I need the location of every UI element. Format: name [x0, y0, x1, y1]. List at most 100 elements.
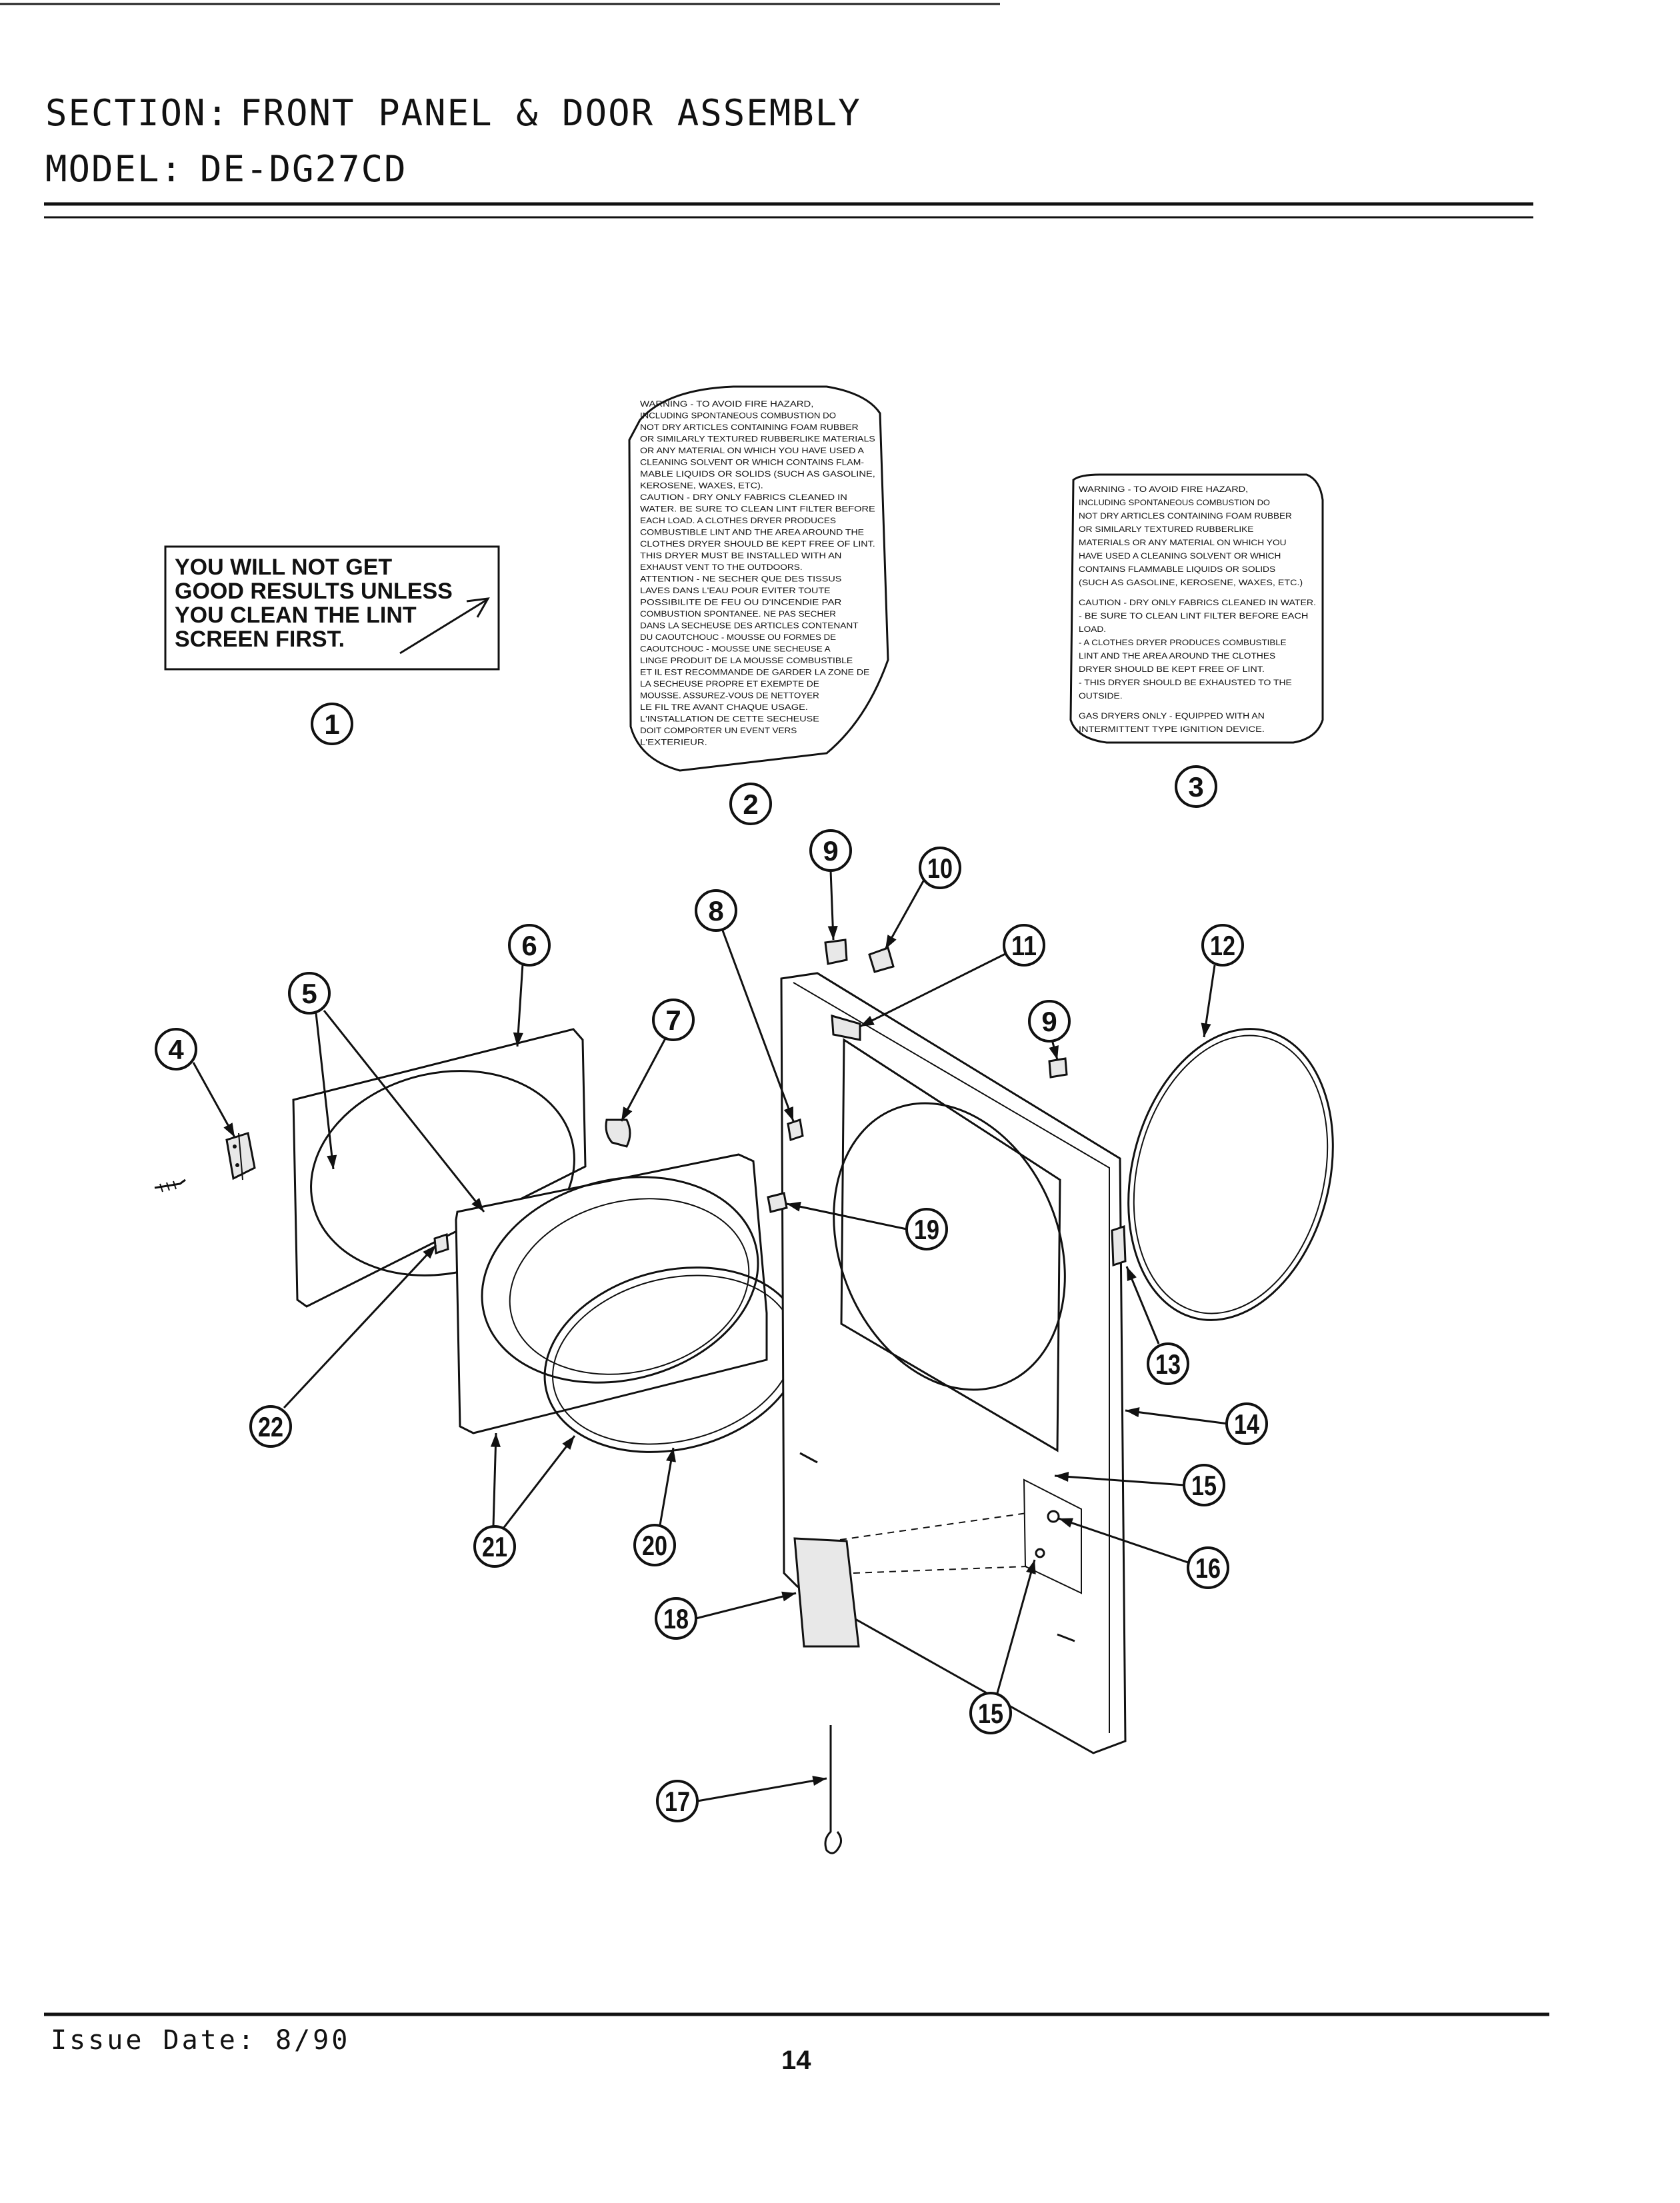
- label-3-line: INTERMITTENT TYPE IGNITION DEVICE.: [1079, 726, 1265, 734]
- label-2-line: OR SIMILARLY TEXTURED RUBBERLIKE MATERIA…: [640, 436, 875, 444]
- callout-arrowhead: [621, 1106, 633, 1121]
- model-label: MODEL:: [45, 148, 183, 190]
- label-2-line: MABLE LIQUIDS OR SOLIDS (SUCH AS GASOLIN…: [640, 471, 875, 479]
- callout-arrowhead: [783, 1106, 793, 1121]
- label-2-line: OR ANY MATERIAL ON WHICH YOU HAVE USED A: [640, 447, 864, 455]
- lint-cover-guide-lines: [839, 1512, 1027, 1574]
- label-2-line: DANS LA SECHEUSE DES ARTICLES CONTENANT: [640, 623, 859, 631]
- callout-circle: [1028, 1000, 1071, 1043]
- callout-number: 12: [1210, 930, 1235, 961]
- callout-arrowhead: [885, 935, 897, 949]
- callout-circle: [508, 924, 551, 967]
- callout-number: 7: [665, 1005, 681, 1036]
- callout-arrowhead: [513, 1032, 523, 1047]
- label-3-line: GAS DRYERS ONLY - EQUIPPED WITH AN: [1079, 713, 1265, 721]
- label-3-line: OUTSIDE.: [1079, 693, 1123, 701]
- callout-number: 6: [521, 930, 537, 961]
- label-2-line: COMBUSTIBLE LINT AND THE AREA AROUND THE: [640, 529, 864, 537]
- label-3-line: CONTAINS FLAMMABLE LIQUIDS OR SOLIDS: [1079, 566, 1276, 574]
- callout-circle: [969, 1692, 1012, 1734]
- callout-arrowhead: [471, 1198, 484, 1212]
- label-3-line: WARNING - TO AVOID FIRE HAZARD,: [1079, 486, 1248, 494]
- label-2-line: CAOUTCHOUC - MOUSSE UNE SECHEUSE A: [640, 646, 831, 654]
- callout-circle: [809, 829, 852, 872]
- label-2-line: ET IL EST RECOMMANDE DE GARDER LA ZONE D…: [640, 669, 870, 677]
- callout-number: 19: [914, 1214, 939, 1245]
- label-2-line: CLOTHES DRYER SHOULD BE KEPT FREE OF LIN…: [640, 541, 875, 549]
- callout-leader: [501, 1435, 576, 1530]
- label-3-line: DRYER SHOULD BE KEPT FREE OF LINT.: [1079, 666, 1265, 674]
- warning-label-english: WARNING - TO AVOID FIRE HAZARD, INCLUDING…: [1069, 473, 1324, 744]
- callout-number: 13: [1155, 1348, 1181, 1380]
- callout-leader: [192, 1062, 236, 1138]
- callout-arrowhead: [1049, 1045, 1059, 1060]
- callout-arrowhead: [860, 1016, 875, 1027]
- callout-circle: [633, 1524, 676, 1566]
- label-3-line: (SUCH AS GASOLINE, KEROSENE, WAXES, ETC.…: [1079, 579, 1303, 587]
- callout-leader: [697, 1777, 827, 1802]
- callout-leader: [786, 1202, 907, 1230]
- label-2-line: EACH LOAD. A CLOTHES DRYER PRODUCES: [640, 517, 836, 525]
- callout-leader: [1125, 1266, 1160, 1344]
- front-panel-body: [780, 972, 1127, 1754]
- callout-circle: [656, 1780, 699, 1822]
- callout-leader: [1054, 1474, 1185, 1486]
- label-2-line: WATER. BE SURE TO CLEAN LINT FILTER BEFO…: [640, 506, 875, 514]
- footer: Issue Date: 8/90 14: [44, 2012, 1549, 2075]
- label-2-line: INCLUDING SPONTANEOUS COMBUSTION DO: [640, 413, 836, 421]
- header: SECTION: FRONT PANEL & DOOR ASSEMBLY MOD…: [44, 92, 1533, 219]
- callout-arrowhead: [490, 1433, 501, 1447]
- label-2-border: [628, 385, 889, 772]
- callout-number: 14: [1234, 1408, 1260, 1440]
- label-3-line: INCLUDING SPONTANEOUS COMBUSTION DO: [1079, 499, 1270, 507]
- callout-circle: [1175, 765, 1217, 808]
- label-3-text: WARNING - TO AVOID FIRE HAZARD, INCLUDING…: [1079, 486, 1316, 734]
- label-3-border: [1069, 473, 1324, 744]
- label-1-line: GOOD RESULTS UNLESS: [175, 579, 453, 604]
- label-2-line: MOUSSE. ASSUREZ-VOUS DE NETTOYER: [640, 693, 819, 701]
- callout-number: 17: [665, 1786, 690, 1817]
- callout-circle: [652, 999, 695, 1041]
- callout-arrowhead: [666, 1448, 676, 1462]
- label-2-line: LE FIL TRE AVANT CHAQUE USAGE.: [640, 704, 808, 712]
- section-label: SECTION:: [45, 92, 229, 134]
- callout-circle: [249, 1405, 292, 1448]
- page-number: 14: [781, 2046, 811, 2075]
- callout-number: 15: [978, 1698, 1003, 1729]
- hinge-screw: [154, 1178, 186, 1189]
- label-2-line: LA SECHEUSE PROPRE ET EXEMPTE DE: [640, 681, 819, 689]
- label-2-line: THIS DRYER MUST BE INSTALLED WITH AN: [640, 553, 841, 561]
- warning-label-bilingual: WARNING - TO AVOID FIRE HAZARD,INCLUDING…: [628, 385, 889, 772]
- callout-arrowhead: [1127, 1266, 1137, 1281]
- label-3-line: - BE SURE TO CLEAN LINT FILTER BEFORE EA…: [1079, 613, 1308, 621]
- door-latch-striker: [767, 1192, 788, 1213]
- callout-leader: [1058, 1517, 1189, 1564]
- label-3-line: LINT AND THE AREA AROUND THE CLOTHES: [1079, 653, 1276, 661]
- label-2-line: KEROSENE, WAXES, ETC).: [640, 483, 763, 491]
- callout-arrowhead: [327, 1154, 337, 1169]
- callout-leader: [283, 1244, 437, 1409]
- wire-clip: [824, 1725, 842, 1854]
- label-1-arrowhead: [466, 597, 490, 618]
- model-number: DE-DG27CD: [200, 148, 407, 190]
- front-panel-bracket: [1023, 1478, 1082, 1594]
- label-2-text: WARNING - TO AVOID FIRE HAZARD,INCLUDING…: [640, 401, 875, 747]
- label-3-line: MATERIALS OR ANY MATERIAL ON WHICH YOU: [1079, 539, 1287, 547]
- issue-date: Issue Date: 8/90: [51, 2025, 350, 2056]
- front-panel-opening: [833, 1102, 1066, 1391]
- callout-arrowhead: [781, 1591, 796, 1602]
- callout-circle: [311, 703, 353, 745]
- label-2-line: LAVES DANS L'EAU POUR EVITER TOUTE: [640, 587, 831, 595]
- label-3-line: - THIS DRYER SHOULD BE EXHAUSTED TO THE: [1079, 679, 1292, 687]
- callout-arrowhead: [562, 1436, 575, 1450]
- callout-circle: [655, 1597, 697, 1640]
- side-latch: [1111, 1224, 1127, 1267]
- label-1-line: YOU CLEAN THE LINT: [175, 603, 417, 628]
- label-3-line: LOAD.: [1079, 626, 1106, 634]
- door-strike: [831, 1014, 861, 1041]
- label-2-line: NOT DRY ARTICLES CONTAINING FOAM RUBBER: [640, 424, 859, 432]
- outer-door-bowl: [509, 1198, 750, 1375]
